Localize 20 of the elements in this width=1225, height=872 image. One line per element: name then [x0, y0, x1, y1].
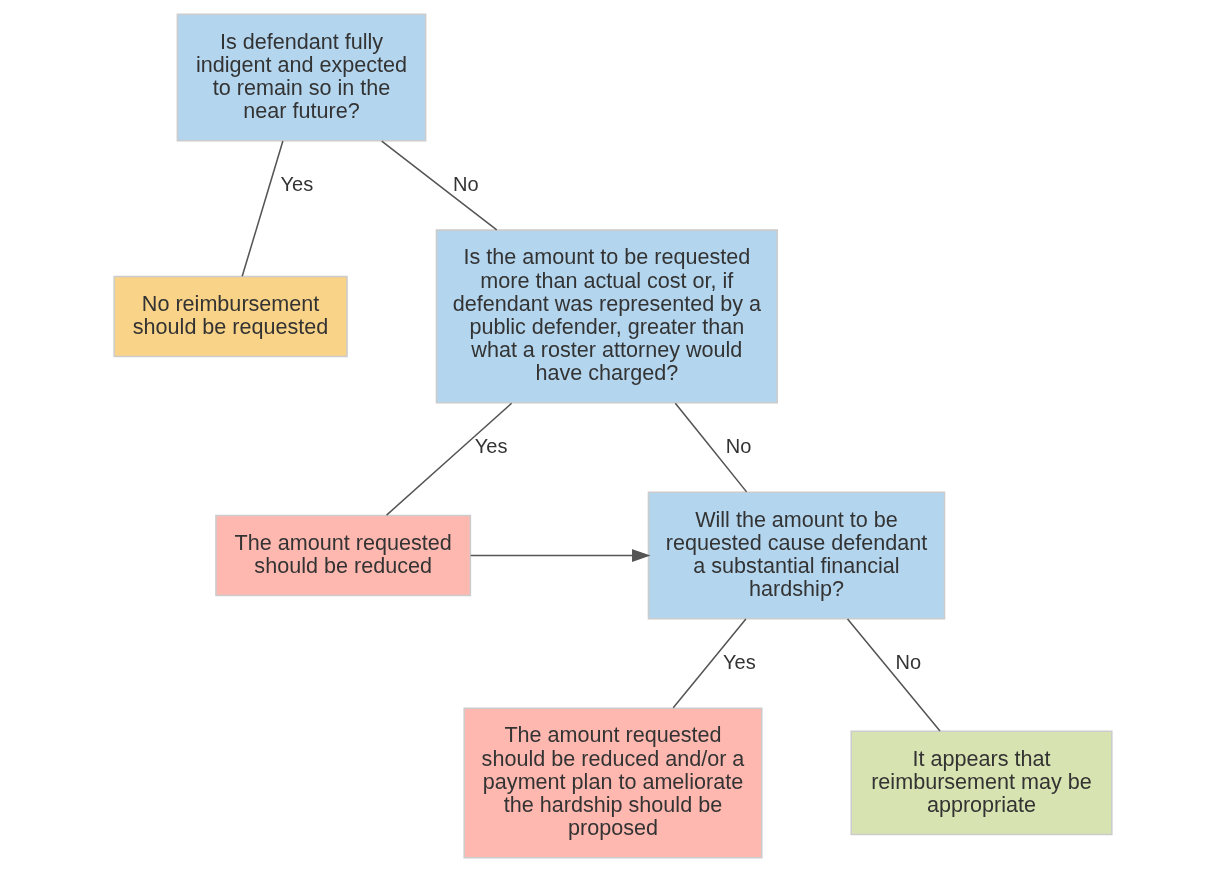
connector [671, 618, 747, 709]
node-box: It appears that reimbursement may be appropriate [849, 730, 1113, 836]
node-box: The amount requested should be reduced [214, 514, 471, 597]
connector [385, 402, 512, 516]
connector [674, 402, 747, 493]
edge-label: Yes [280, 172, 313, 195]
edge-label: No [725, 434, 751, 457]
connector [380, 140, 497, 231]
connector [846, 618, 941, 732]
edge-label: Yes [722, 650, 756, 673]
node-box: Will the amount to be requested cause defendant a substantial financial hardship? [647, 491, 945, 620]
arrow [469, 549, 651, 562]
node-box: Is defendant fully indigent and expected to remain so in the near future? [176, 13, 426, 142]
edge-label: No [452, 172, 479, 195]
edge-label: Yes [474, 434, 508, 457]
connector [240, 140, 284, 278]
node-box: Is the amount to be requested more than actual cost or, if defendant was represented by a public defender, greater than what a roster attorney would have charged? [435, 229, 778, 404]
edge-label: No [894, 650, 921, 673]
node-box: No reimbursement should be requested [112, 275, 348, 358]
node-box: The amount requested should be reduced and/or a payment plan to ameliorate the hardship should be proposed [462, 707, 763, 859]
